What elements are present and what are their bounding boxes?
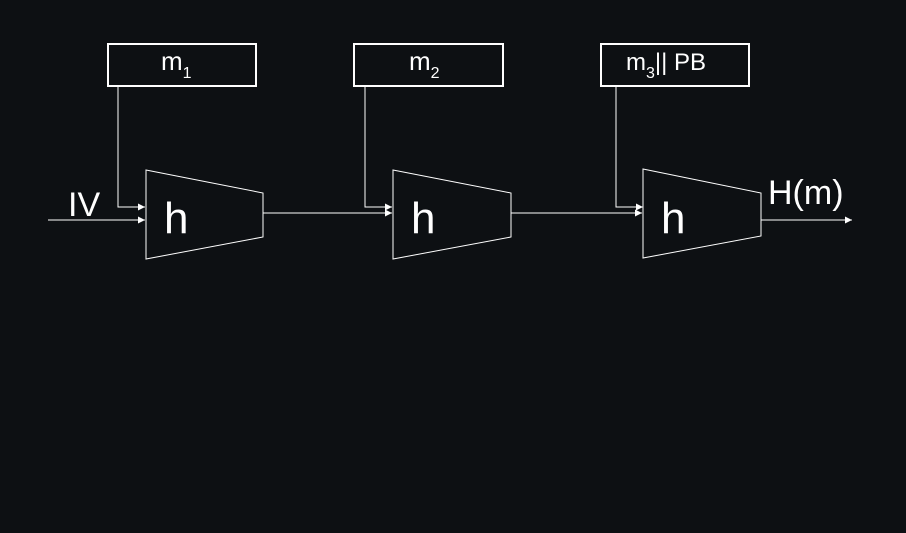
message-box-2-subscript: 2 xyxy=(431,65,440,82)
message-box-1-label: m xyxy=(161,46,183,76)
svg-text:m2: m2 xyxy=(409,46,440,82)
message-box-3-suffix: || PB xyxy=(655,49,706,76)
compression-function-3-label: h xyxy=(661,194,685,243)
message-connector-2 xyxy=(364,86,392,211)
message-box-3: m3|| PB xyxy=(600,43,750,87)
message-box-3-label: m xyxy=(626,49,646,76)
message-box-3-subscript: 3 xyxy=(646,65,655,82)
message-box-2-label: m xyxy=(409,46,431,76)
compression-function-3: h xyxy=(642,168,762,259)
message-connector-1 xyxy=(117,86,145,211)
iv-label: IV xyxy=(68,186,100,224)
message-connector-3 xyxy=(615,86,643,211)
svg-text:m3|| PB: m3|| PB xyxy=(626,49,706,82)
message-box-1: m1 xyxy=(107,43,257,87)
compression-function-1: h xyxy=(145,169,264,260)
compression-function-2: h xyxy=(392,169,512,260)
compression-function-1-label: h xyxy=(164,194,188,243)
message-box-2: m2 xyxy=(353,43,504,87)
svg-text:m1: m1 xyxy=(161,46,192,82)
message-box-1-subscript: 1 xyxy=(183,65,192,82)
compression-function-2-label: h xyxy=(411,194,435,243)
output-label: H(m) xyxy=(768,174,844,212)
